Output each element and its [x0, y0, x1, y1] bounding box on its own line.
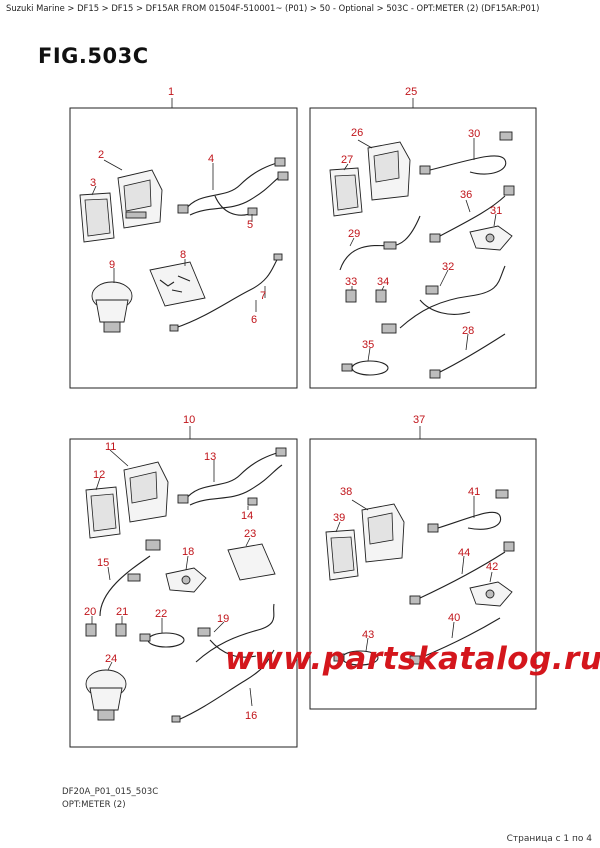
callout-22: 22: [155, 608, 167, 620]
callout-14: 14: [241, 510, 253, 522]
callout-12: 12: [93, 469, 105, 481]
callout-35: 35: [362, 339, 374, 351]
terminator-part-20: [85, 623, 97, 637]
callout-13: 13: [204, 451, 216, 463]
callout-39: 39: [333, 512, 345, 524]
panel-number-37: 37: [413, 414, 425, 426]
meter-bag-part: [149, 261, 206, 307]
cable-part-28: [429, 333, 506, 379]
meter-gauge-part-26: [367, 141, 411, 201]
cable-part-6-7: [169, 253, 283, 332]
meter-cover-part: [79, 192, 115, 243]
callout-18: 18: [182, 546, 194, 558]
callout-42: 42: [486, 561, 498, 573]
callout-44: 44: [458, 547, 470, 559]
cable-part-43: [333, 650, 379, 666]
panel-number-1: 1: [168, 86, 174, 98]
callout-40: 40: [448, 612, 460, 624]
callout-6: 6: [251, 314, 257, 326]
meter-gauge-part: [117, 169, 163, 229]
callout-21: 21: [116, 606, 128, 618]
callout-34: 34: [377, 276, 389, 288]
cable-part-35: [341, 360, 389, 376]
watermark-url: www.partskatalog.ru: [225, 641, 600, 677]
callout-7: 7: [260, 290, 266, 302]
callout-20: 20: [84, 606, 96, 618]
panel-number-10: 10: [183, 414, 195, 426]
tee-connector-part-31: [469, 225, 513, 251]
callout-26: 26: [351, 127, 363, 139]
callout-2: 2: [98, 149, 104, 161]
callout-32: 32: [442, 261, 454, 273]
meter-cover-part-27: [329, 167, 363, 217]
callout-41: 41: [468, 486, 480, 498]
cable-part-30: [419, 131, 513, 175]
sensor-housing-part: [91, 281, 133, 333]
callout-27: 27: [341, 154, 353, 166]
bag-part-23: [227, 543, 276, 581]
breadcrumb[interactable]: Suzuki Marine > DF15 > DF15 > DF15AR FRO…: [6, 3, 540, 13]
callout-38: 38: [340, 486, 352, 498]
callout-36: 36: [460, 189, 472, 201]
callout-15: 15: [97, 557, 109, 569]
callout-9: 9: [109, 259, 115, 271]
callout-29: 29: [348, 228, 360, 240]
tee-connector-part-18: [165, 567, 207, 593]
diagram-code: DF20A_P01_015_503C: [62, 787, 159, 797]
terminator-part-34: [375, 289, 387, 303]
meter-gauge-part-38: [361, 503, 405, 563]
panel-bottom-right-frame: [309, 438, 537, 710]
meter-cover-part-39: [325, 529, 359, 581]
callout-43: 43: [362, 629, 374, 641]
page-indicator: Страница с 1 по 4: [506, 834, 592, 844]
terminator-part-21: [115, 623, 127, 637]
cable-part-36: [429, 185, 515, 243]
meter-cover-part-12: [85, 486, 121, 539]
callout-5: 5: [247, 219, 253, 231]
panel-top-right-frame: [309, 107, 537, 389]
callout-33: 33: [345, 276, 357, 288]
panel-top-left-frame: [69, 107, 298, 389]
cable-part-29: [339, 215, 421, 271]
tee-connector-part-42: [469, 581, 513, 607]
terminator-part-33: [345, 289, 357, 303]
callout-11: 11: [105, 441, 116, 453]
meter-gauge-part-11: [123, 461, 169, 523]
callout-30: 30: [468, 128, 480, 140]
callout-4: 4: [208, 153, 214, 165]
cable-part-15: [99, 539, 161, 617]
harness-part-13: [177, 447, 287, 506]
diagram-subtitle: OPT:METER (2): [62, 800, 126, 810]
cable-part-41: [427, 489, 509, 533]
panel-number-25: 25: [405, 86, 417, 98]
callout-8: 8: [180, 249, 186, 261]
cable-part-44: [409, 541, 515, 605]
callout-3: 3: [90, 177, 96, 189]
callout-28: 28: [462, 325, 474, 337]
callout-23: 23: [244, 528, 256, 540]
cable-part-16: [171, 649, 275, 723]
panel-bottom-left-frame: [69, 438, 298, 748]
figure-title: FIG.503C: [38, 44, 149, 68]
callout-31: 31: [490, 205, 502, 217]
harness-part-32: [381, 265, 506, 334]
harness-part-19: [195, 603, 275, 663]
sensor-housing-part-24: [85, 669, 127, 721]
cable-part-40: [409, 617, 501, 665]
meter-harness-part: [177, 157, 289, 216]
callout-16: 16: [245, 710, 257, 722]
callout-24: 24: [105, 653, 117, 665]
cable-part-22: [139, 632, 185, 648]
callout-19: 19: [217, 613, 229, 625]
